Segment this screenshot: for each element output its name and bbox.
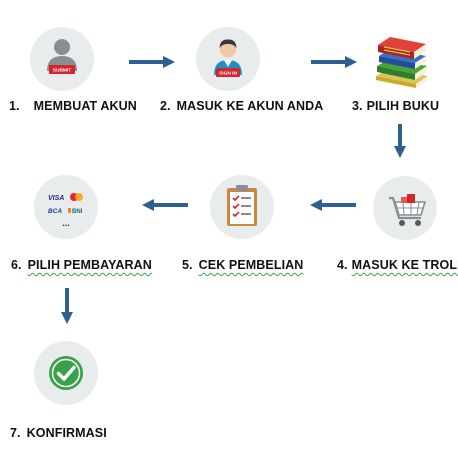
shopping-cart-icon: [389, 194, 427, 226]
arrow-step-3-to-4: [394, 124, 406, 158]
step-7-number: 7.: [10, 426, 21, 440]
payment-methods-icon: VISA BCA BNI ...: [48, 193, 83, 228]
step-2-label: 2. MASUK KE AKUN ANDA: [160, 99, 323, 113]
step-3-number: 3.: [352, 99, 363, 113]
sign-in-badge-text: SIGN IN: [219, 71, 237, 77]
step-2-number: 2.: [160, 99, 171, 113]
step-6-icon-circle: VISA BCA BNI ...: [34, 175, 98, 239]
step-4-label: 4.MASUK KE TROLI: [337, 258, 458, 272]
sign-in-user-icon: SIGN IN: [214, 39, 242, 77]
step-5-icon-circle: [210, 175, 274, 239]
step-5-text: CEK PEMBELIAN: [198, 258, 304, 272]
step-4-number: 4.: [337, 258, 348, 272]
step-4-icon-circle: [373, 176, 437, 240]
step-5-label: 5. CEK PEMBELIAN: [182, 258, 303, 272]
arrow-step-6-to-7: [61, 288, 73, 324]
step-1-label: 1. MEMBUAT AKUN: [9, 99, 137, 113]
more-payments-ellipsis: ...: [62, 218, 70, 228]
arrow-step-4-to-5: [310, 199, 356, 211]
arrow-step-5-to-6: [142, 199, 188, 211]
step-5-number: 5.: [182, 258, 193, 272]
books-icon: [376, 37, 428, 88]
step-7-label: 7. KONFIRMASI: [10, 426, 107, 440]
step-6-label: 6. PILIH PEMBAYARAN: [11, 258, 152, 272]
arrow-step-2-to-3: [311, 56, 357, 68]
bni-logo: BNI: [72, 209, 83, 215]
step-4-text: MASUK KE TROLI: [351, 258, 458, 272]
step-3-label: 3.PILIH BUKU: [352, 99, 439, 113]
bca-logo: BCA: [48, 208, 62, 215]
clipboard-checklist-icon: [227, 185, 257, 226]
visa-logo: VISA: [48, 195, 64, 202]
step-1-icon-circle: SUBMIT: [30, 27, 94, 91]
step-7-text: KONFIRMASI: [26, 426, 107, 440]
step-6-text: PILIH PEMBAYARAN: [27, 258, 152, 272]
submit-user-icon: SUBMIT: [47, 39, 77, 74]
submit-badge-text: SUBMIT: [53, 68, 71, 74]
step-1-number: 1.: [9, 99, 20, 113]
step-1-text: MEMBUAT AKUN: [33, 99, 137, 113]
arrow-step-1-to-2: [129, 56, 175, 68]
step-3-text: PILIH BUKU: [366, 99, 440, 113]
step-2-text: MASUK KE AKUN ANDA: [176, 99, 324, 113]
step-7-icon-circle: [34, 341, 98, 405]
checkmark-icon: [49, 356, 83, 390]
step-2-icon-circle: SIGN IN: [196, 27, 260, 91]
step-6-number: 6.: [11, 258, 22, 272]
step-3-icon: [370, 26, 434, 90]
